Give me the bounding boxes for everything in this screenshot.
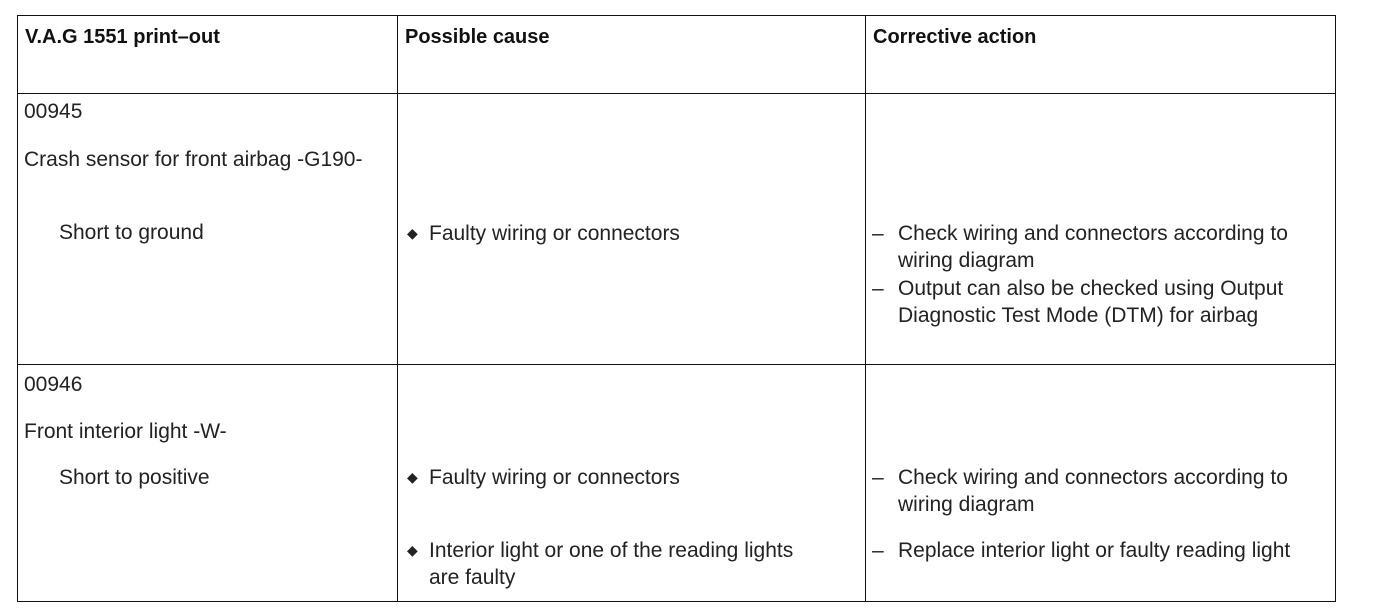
action-item: –Replace interior light or faulty readin… bbox=[872, 537, 1318, 564]
printout-cell: 00945 Crash sensor for front airbag -G19… bbox=[17, 93, 398, 365]
dash-icon: – bbox=[872, 465, 884, 489]
action-item: –Check wiring and connectors according t… bbox=[872, 220, 1318, 274]
printout-cell: 00946 Front interior light -W- Short to … bbox=[17, 363, 398, 603]
dash-icon: – bbox=[872, 277, 884, 301]
document-page: V.A.G 1551 print–out Possible cause Corr… bbox=[17, 14, 1336, 603]
fault-type: Short to positive bbox=[59, 465, 210, 489]
action-text: Check wiring and connectors according to… bbox=[898, 222, 1288, 273]
component-name: Crash sensor for front airbag -G190- bbox=[24, 148, 363, 172]
action-text: Output can also be checked using Output … bbox=[898, 277, 1284, 328]
header-printout: V.A.G 1551 print–out bbox=[17, 14, 398, 95]
fault-type: Short to ground bbox=[59, 221, 204, 245]
action-text: Replace interior light or faulty reading… bbox=[898, 538, 1291, 562]
fault-code: 00945 bbox=[24, 100, 83, 124]
dash-icon: – bbox=[872, 222, 884, 246]
table-row: 00945 Crash sensor for front airbag -G19… bbox=[17, 93, 1336, 365]
fault-code: 00946 bbox=[24, 372, 83, 396]
bullet-icon: ◆ bbox=[407, 541, 418, 558]
cause-cell: ◆ Faulty wiring or connectors bbox=[397, 93, 866, 365]
action-cell: –Check wiring and connectors according t… bbox=[865, 93, 1336, 365]
action-text: Check wiring and connectors according to… bbox=[898, 465, 1288, 516]
action-item: –Output can also be checked using Output… bbox=[872, 275, 1318, 329]
cause-item: ◆ Faulty wiring or connectors bbox=[407, 464, 839, 491]
cause-text: Faulty wiring or connectors bbox=[429, 222, 680, 246]
bullet-icon: ◆ bbox=[407, 468, 418, 485]
cause-text: Faulty wiring or connectors bbox=[429, 465, 680, 489]
header-corrective-action: Corrective action bbox=[865, 14, 1336, 95]
fault-table: V.A.G 1551 print–out Possible cause Corr… bbox=[17, 14, 1336, 603]
component-name: Front interior light -W- bbox=[24, 419, 227, 443]
table-row: 00946 Front interior light -W- Short to … bbox=[17, 363, 1336, 603]
cause-text: Interior light or one of the reading lig… bbox=[429, 538, 794, 589]
cause-item: ◆ Faulty wiring or connectors bbox=[407, 220, 839, 247]
action-cell: –Check wiring and connectors according t… bbox=[865, 363, 1336, 603]
header-possible-cause: Possible cause bbox=[397, 14, 866, 95]
cause-item: ◆ Interior light or one of the reading li… bbox=[407, 537, 819, 591]
table-header-row: V.A.G 1551 print–out Possible cause Corr… bbox=[17, 14, 1336, 95]
action-item: –Check wiring and connectors according t… bbox=[872, 464, 1318, 518]
cause-cell: ◆ Faulty wiring or connectors ◆ Interior l… bbox=[397, 363, 866, 603]
dash-icon: – bbox=[872, 538, 884, 562]
bullet-icon: ◆ bbox=[407, 225, 418, 242]
